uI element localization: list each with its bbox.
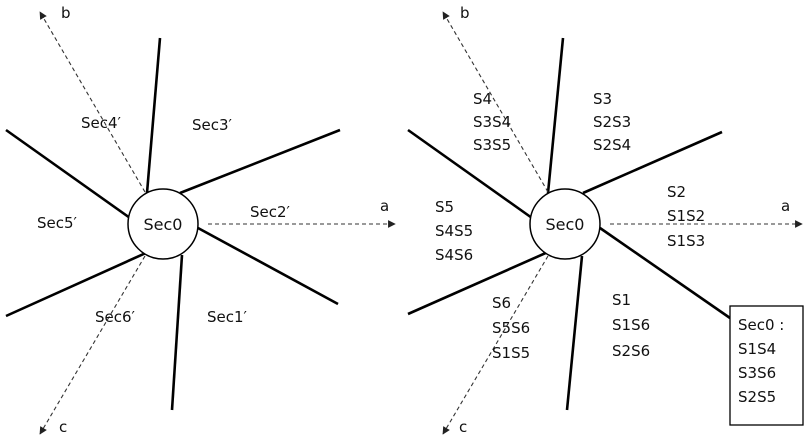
- region-line: S1S6: [612, 316, 650, 334]
- region-line: S2S3: [593, 113, 631, 131]
- region-line: S3S4: [473, 113, 511, 131]
- legend-line: Sec0 :: [738, 316, 784, 334]
- sector-boundary-line: [582, 130, 723, 195]
- right-diagram: Sec0 a b c S1 S1S6 S2S6 S2 S1S2 S1S3 S3 …: [407, 4, 804, 436]
- region-line: S5: [435, 198, 454, 216]
- region-line: S4S6: [435, 246, 473, 264]
- sector-boundary-line: [197, 226, 339, 306]
- legend-frame: [729, 305, 804, 426]
- axis-c-label: c: [459, 418, 467, 436]
- sector-boundary-line: [5, 128, 131, 220]
- region-s5: S5 S4S5 S4S6: [435, 198, 473, 264]
- sector-boundary-line: [145, 37, 162, 194]
- region-s2: S2 S1S2 S1S3: [667, 183, 705, 250]
- region-line: S1S5: [492, 344, 530, 362]
- sector-boundary-line: [407, 250, 549, 316]
- sector-boundary-line: [599, 226, 731, 320]
- region-line: S1S2: [667, 207, 705, 225]
- region-line: S6: [492, 294, 511, 312]
- center-circle: [529, 188, 601, 260]
- region-s6: S6 S5S6 S1S5: [492, 294, 530, 362]
- legend-line: S3S6: [738, 364, 776, 382]
- legend-line: S1S4: [738, 340, 776, 358]
- sector-boundary-line: [407, 128, 533, 220]
- sector-label-sec5: Sec5′: [37, 214, 78, 232]
- region-line: S2: [667, 183, 686, 201]
- sector-boundary-line: [179, 128, 341, 195]
- center-circle: [127, 188, 199, 260]
- axis-a-label: a: [380, 197, 389, 215]
- axis-b-label: b: [61, 4, 71, 22]
- region-line: S2S6: [612, 342, 650, 360]
- sector-label-sec2: Sec2′: [250, 203, 291, 221]
- region-line: S3: [593, 90, 612, 108]
- sec0-legend-box: Sec0 : S1S4 S3S6 S2S5: [729, 305, 804, 426]
- region-line: S2S4: [593, 136, 631, 154]
- sector-boundary-line: [170, 254, 184, 411]
- sector-label-sec6: Sec6′: [95, 308, 136, 326]
- region-line: S4: [473, 90, 492, 108]
- axis-c-label: c: [59, 418, 67, 436]
- region-line: S1: [612, 291, 631, 309]
- sector-label-sec1: Sec1′: [207, 308, 248, 326]
- region-s1: S1 S1S6 S2S6: [612, 291, 650, 360]
- sector-label-sec3: Sec3′: [192, 116, 233, 134]
- axis-a-label: a: [781, 197, 790, 215]
- sector-boundary-line: [546, 37, 565, 194]
- region-line: S1S3: [667, 232, 705, 250]
- axis-b-label: b: [460, 4, 470, 22]
- sector-boundary-line: [565, 255, 584, 411]
- legend-line: S2S5: [738, 388, 776, 406]
- axis-c-arrow: [39, 255, 146, 435]
- region-line: S5S6: [492, 319, 530, 337]
- sector-label-sec4: Sec4′: [81, 114, 122, 132]
- region-line: S3S5: [473, 136, 511, 154]
- region-s4: S4 S3S4 S3S5: [473, 90, 511, 154]
- center-label: Sec0: [144, 215, 183, 234]
- center-label: Sec0: [546, 215, 585, 234]
- region-s3: S3 S2S3 S2S4: [593, 90, 631, 154]
- left-diagram: Sec0 a b c Sec1′ Sec2′ Sec3′ Sec4′ Sec5′…: [5, 4, 396, 436]
- region-line: S4S5: [435, 222, 473, 240]
- sector-boundary-line: [5, 250, 149, 318]
